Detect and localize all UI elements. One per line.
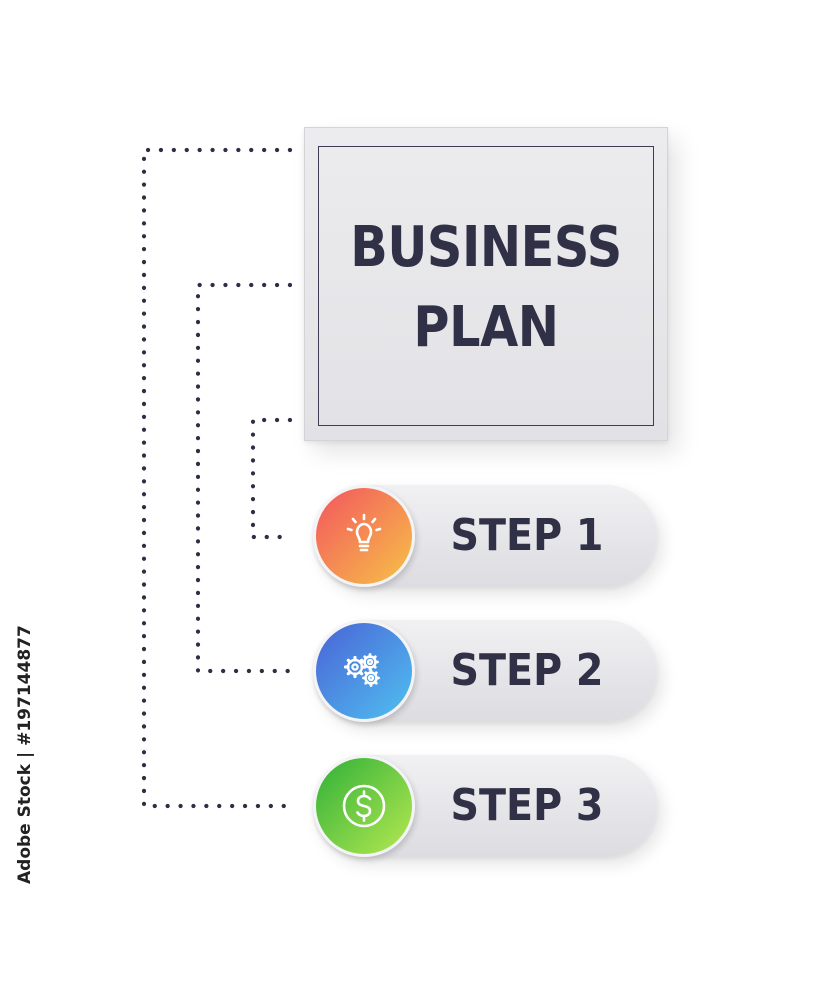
step-2-label: STEP 2 [450, 645, 604, 696]
lightbulb-icon [313, 485, 415, 587]
step-3-pill: STEP 3 [313, 755, 657, 857]
card-title-line-1: BUSINESS [350, 215, 622, 280]
connector-step-1 [250, 417, 293, 540]
step-3-label: STEP 3 [450, 780, 604, 831]
connector-step-2 [195, 282, 293, 674]
dollar-coin-icon [313, 755, 415, 857]
business-plan-card: BUSINESS PLAN [304, 127, 668, 441]
step-1-pill: STEP 1 [313, 485, 657, 587]
card-title-line-2: PLAN [413, 295, 559, 360]
connector-step-3 [141, 147, 293, 809]
stock-id-text: Adobe Stock | #197144877 [15, 625, 35, 884]
step-2-pill: STEP 2 [313, 620, 657, 722]
card-title: BUSINESS PLAN [327, 208, 646, 368]
step-1-label: STEP 1 [450, 510, 604, 561]
card-inner-border [318, 146, 654, 426]
gears-icon [313, 620, 415, 722]
